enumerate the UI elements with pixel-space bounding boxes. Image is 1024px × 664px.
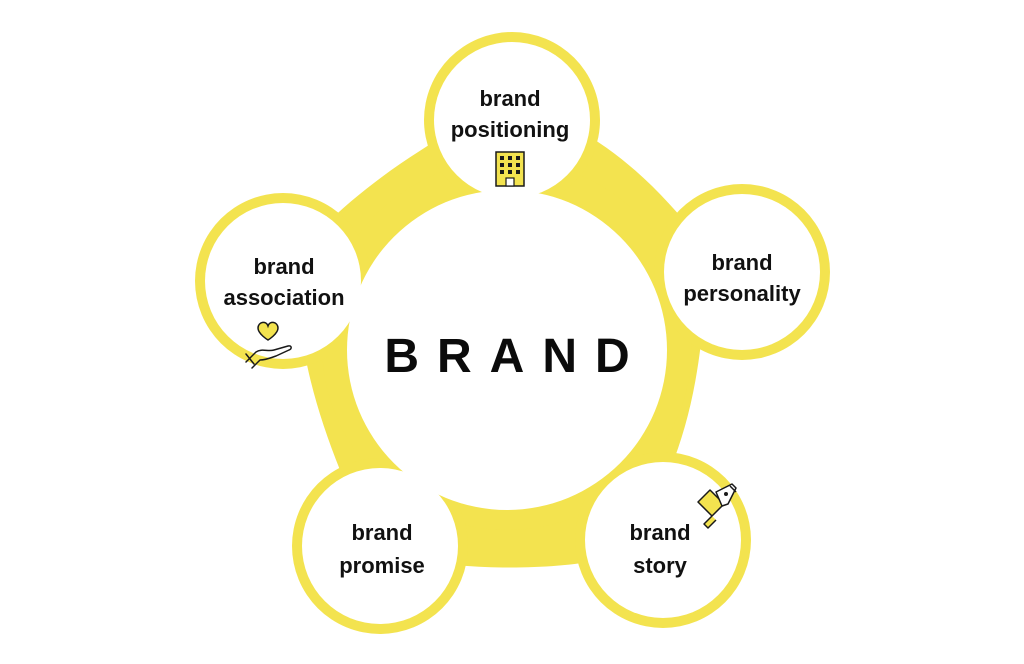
- node-story-line2: story: [633, 553, 688, 578]
- node-circle-positioning: [434, 42, 590, 198]
- pen-scroll-icon: [697, 483, 737, 529]
- building-icon: [495, 151, 525, 187]
- node-personality-line1: brand: [711, 250, 772, 275]
- node-circle-promise: [302, 468, 458, 624]
- center-label: BRAND: [384, 330, 647, 383]
- node-story: brand story: [629, 520, 690, 578]
- node-promise-line1: brand: [351, 520, 412, 545]
- node-positioning-line1: brand: [479, 86, 540, 111]
- node-circle-personality: [664, 194, 820, 350]
- node-positioning-line2: positioning: [451, 117, 570, 142]
- node-association-line2: association: [223, 285, 344, 310]
- node-association: brand association: [223, 254, 344, 310]
- heart-hand-icon: [245, 321, 292, 369]
- node-personality-line2: personality: [683, 281, 801, 306]
- node-association-line1: brand: [253, 254, 314, 279]
- node-promise: brand promise: [339, 520, 425, 578]
- node-personality: brand personality: [683, 250, 801, 306]
- node-promise-line2: promise: [339, 553, 425, 578]
- node-circle-association: [205, 203, 361, 359]
- node-positioning: brand positioning: [451, 86, 570, 142]
- center-circle: [347, 190, 667, 510]
- node-story-line1: brand: [629, 520, 690, 545]
